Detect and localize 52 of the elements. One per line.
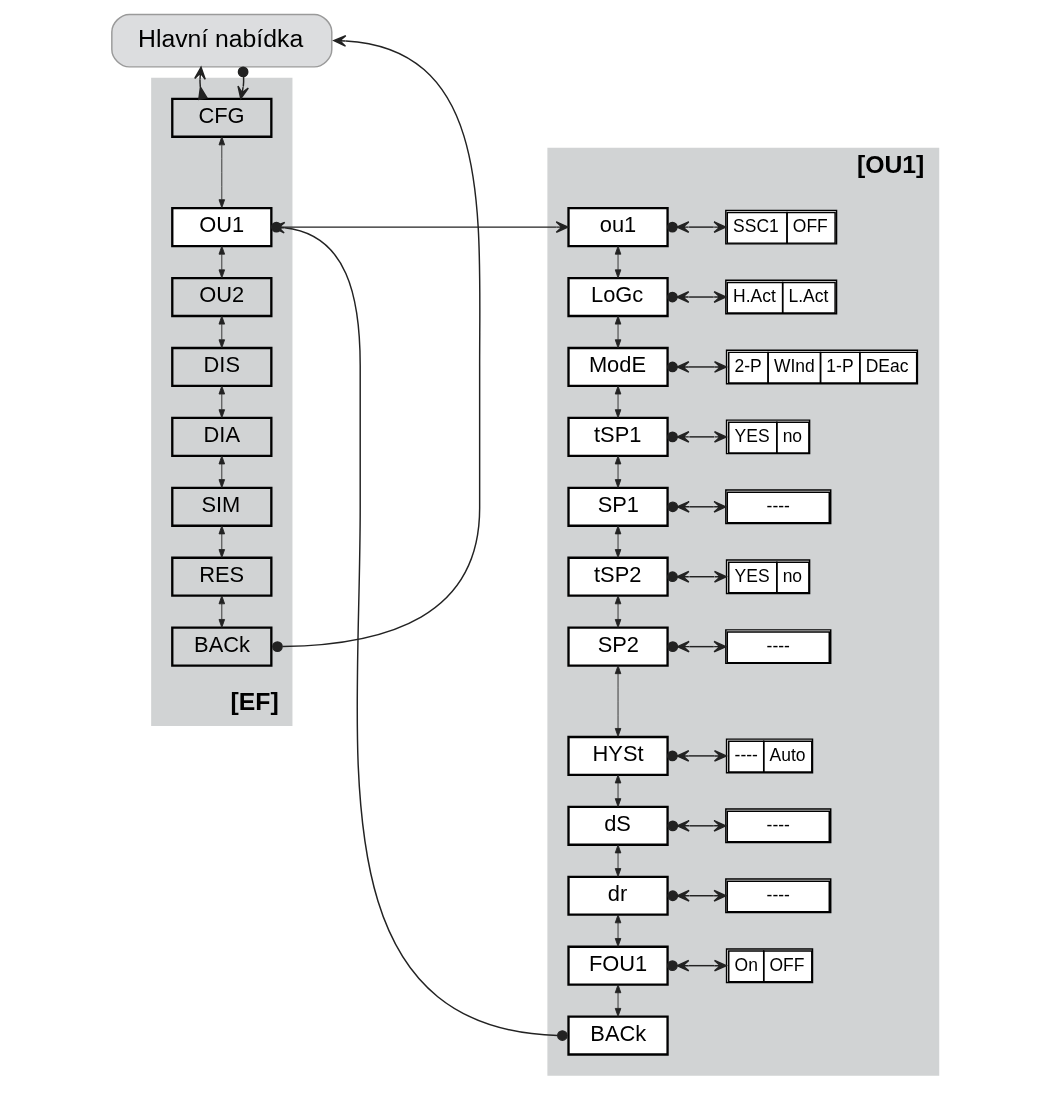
node-box: HYSt: [567, 735, 669, 776]
node-box: SP2: [567, 626, 669, 667]
arrow: [667, 749, 727, 762]
node-box: tSP2: [567, 556, 669, 597]
node-box: LoGc: [567, 276, 669, 318]
node-box: OU1: [171, 207, 273, 248]
node-box: SP1: [567, 486, 669, 527]
arrow: [614, 315, 622, 349]
arrow: [614, 914, 622, 947]
node-box: ModE: [567, 346, 669, 388]
node-box: DIA: [171, 416, 273, 457]
arrow: [218, 136, 226, 209]
arrow: [614, 385, 622, 419]
node-box: FOU1: [567, 945, 669, 986]
node-box: BACk: [567, 1015, 669, 1056]
arrow: [614, 525, 622, 558]
arrow: [667, 360, 727, 373]
arrow: [218, 455, 226, 489]
node-box: tSP1: [567, 416, 669, 457]
arrow: [218, 245, 226, 279]
arrow: [667, 570, 727, 583]
arrow: [614, 595, 622, 628]
node-box: ou1: [567, 207, 669, 248]
node-box: OU2: [171, 276, 273, 318]
arrow: [667, 500, 727, 513]
arrow: [194, 66, 208, 101]
node-box: dS: [567, 805, 669, 846]
arrow: [614, 665, 622, 737]
arrow: [667, 430, 727, 443]
arrow: [218, 315, 226, 349]
node-box: BACk: [171, 626, 273, 667]
node-box: CFG: [171, 97, 273, 138]
arrow: [218, 385, 226, 419]
arrow: [218, 525, 226, 558]
node-box: DIS: [171, 346, 273, 388]
arrow: [667, 291, 727, 303]
arrow: [614, 844, 622, 877]
arrow: [237, 66, 249, 100]
arrow: [614, 455, 622, 489]
arrow: [667, 889, 727, 902]
arrow: [614, 774, 622, 808]
arrow: [667, 819, 727, 832]
arrow: [667, 640, 727, 653]
arrow: [667, 221, 727, 234]
arrow: [218, 595, 226, 628]
node-box: dr: [567, 875, 669, 916]
node-box: Hlavní nabídka: [111, 13, 333, 68]
node-box: SIM: [171, 486, 273, 527]
arrow: [614, 984, 622, 1017]
arrow: [614, 245, 622, 279]
arrow: [667, 959, 727, 972]
node-box: RES: [171, 556, 273, 597]
